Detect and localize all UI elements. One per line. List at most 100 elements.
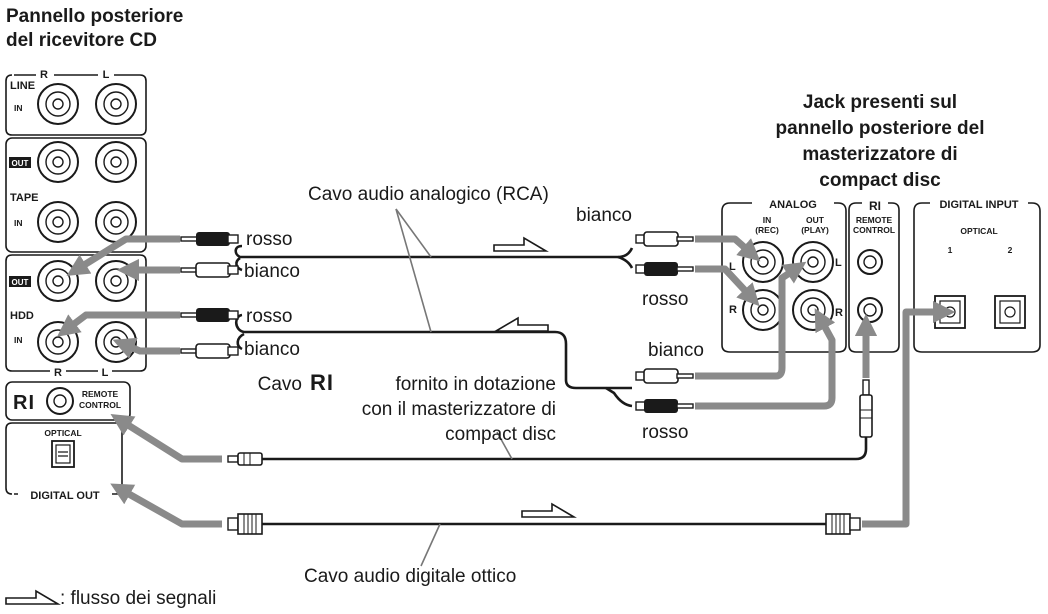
plug-right-red-2 (635, 399, 694, 413)
arrow-optical-to-receiver (110, 483, 222, 528)
ri-plug-left (227, 452, 263, 466)
line-section-frame (5, 74, 147, 136)
arrow-red-1-to-rec-in-r (695, 265, 760, 307)
recorder-panel: ANALOG IN (REC) OUT (PLAY) L R L R RI RE… (721, 199, 1041, 353)
legend-label: : flusso dei segnali (60, 588, 216, 609)
hdd-out-badge (9, 276, 31, 287)
recorder-ri-logo: RI (869, 199, 881, 213)
tape-label: TAPE (10, 192, 39, 204)
signal-flow-arrow-1 (493, 236, 549, 252)
plug-right-red-1 (635, 262, 694, 276)
ri-cable-logo: RI (310, 370, 334, 395)
recorder-r-label-2: R (835, 307, 843, 319)
cables (234, 244, 868, 526)
receiver-ri-jack (46, 387, 74, 415)
jack-line-in-l (95, 83, 137, 125)
signal-flow-arrows (493, 236, 577, 518)
analog-cable-1-branch (235, 256, 243, 272)
legend-arrow-icon (5, 589, 61, 605)
signal-flow-arrow-2 (493, 316, 549, 332)
leader-analog-2 (395, 208, 432, 333)
red-label-4: rosso (642, 422, 688, 443)
arrow-optical-to-recorder (862, 300, 956, 528)
white-label-1: bianco (244, 261, 300, 282)
line-label: LINE (10, 80, 35, 92)
receiver-r-bottom: R (54, 367, 62, 379)
recorder-l-label-2: L (835, 257, 842, 269)
plug-left-red-1 (180, 232, 239, 246)
leader-analog-1 (395, 208, 432, 258)
hdd-label: HDD (10, 310, 34, 322)
analog-cable-1 (234, 244, 634, 259)
arrow-white-2-to-hdd-in-l (112, 337, 180, 359)
receiver-r-top: R (40, 69, 48, 81)
leader-lines (395, 208, 513, 567)
red-label-3: rosso (642, 289, 688, 310)
optical-port-2-label: 2 (1008, 245, 1013, 255)
red-label-2: rosso (246, 306, 292, 327)
rca-plugs (180, 231, 694, 413)
leader-optical-cable (420, 523, 441, 567)
title-recorder-3: masterizzatore di (802, 144, 957, 165)
ri-cable-line2: con il masterizzatore di (362, 399, 556, 420)
play-out-sub-label: (PLAY) (801, 225, 829, 235)
title-cd-receiver-2: del ricevitore CD (6, 30, 157, 51)
ri-cable-line3: compact disc (445, 424, 556, 445)
ri-plug-right (859, 379, 873, 438)
analog-cable-2 (234, 313, 632, 390)
digital-input-label: DIGITAL INPUT (939, 199, 1018, 211)
digital-out-label: DIGITAL OUT (30, 490, 100, 502)
arrow-red-2-from-play-out-r (695, 308, 836, 410)
arrow-red-2-to-hdd-in-r (57, 311, 180, 337)
receiver-control-label: CONTROL (79, 400, 121, 410)
arrow-white-2-from-play-out-l (695, 261, 807, 380)
recorder-control-label: CONTROL (853, 225, 895, 235)
recorder-ri-frame (848, 202, 900, 353)
jack-hdd-out-r (37, 260, 79, 302)
optical-cable-label: Cavo audio digitale ottico (304, 566, 516, 587)
jack-tape-out-r (37, 141, 79, 183)
jack-line-in-r (37, 83, 79, 125)
tape-section-frame (5, 137, 147, 253)
jack-tape-out-l (95, 141, 137, 183)
receiver-optical-port (51, 440, 75, 468)
arrow-ri-to-receiver (110, 414, 222, 463)
receiver-l-top: L (103, 69, 110, 81)
optical-plug-left (227, 513, 263, 535)
plug-left-white-2 (180, 343, 239, 359)
recorder-r-label: R (729, 304, 737, 316)
tape-in-label: IN (14, 218, 23, 228)
title-recorder-4: compact disc (819, 170, 941, 191)
line-in-label: IN (14, 103, 23, 113)
tape-out-badge (9, 157, 31, 168)
receiver-l-bottom: L (102, 367, 109, 379)
red-label-1: rosso (246, 229, 292, 250)
recorder-optical-label: OPTICAL (960, 226, 997, 236)
receiver-ri-frame (5, 381, 131, 421)
jack-tape-in-r (37, 201, 79, 243)
recorder-remote-label: REMOTE (856, 215, 893, 225)
legend: : flusso dei segnali (5, 588, 216, 609)
recorder-l-label: L (729, 261, 736, 273)
title-recorder-2: pannello posteriore del (775, 118, 984, 139)
rec-in-label: IN (763, 215, 772, 225)
analog-cable-2-branch (236, 332, 245, 351)
plug-left-white-1 (180, 262, 239, 278)
recorder-ri-jack-1 (857, 249, 883, 275)
analog-cable-2-right-branch (605, 386, 633, 408)
title-recorder: Jack presenti sul pannello posteriore de… (775, 92, 984, 191)
analog-cable-label: Cavo audio analogico (RCA) (308, 184, 549, 205)
analog-label: ANALOG (769, 199, 817, 211)
ri-cable (262, 437, 868, 461)
rec-in-sub-label: (REC) (755, 225, 779, 235)
title-recorder-1: Jack presenti sul (803, 92, 957, 113)
white-label-4: bianco (648, 340, 704, 361)
receiver-jacks (37, 83, 137, 363)
plug-right-white-2 (635, 368, 694, 384)
recorder-ri-jack-2 (857, 297, 883, 323)
jack-play-out-l (792, 241, 834, 283)
hdd-in-label: IN (14, 335, 23, 345)
hdd-out-label: OUT (12, 278, 29, 287)
analog-cable-1-right-branch (617, 255, 634, 269)
